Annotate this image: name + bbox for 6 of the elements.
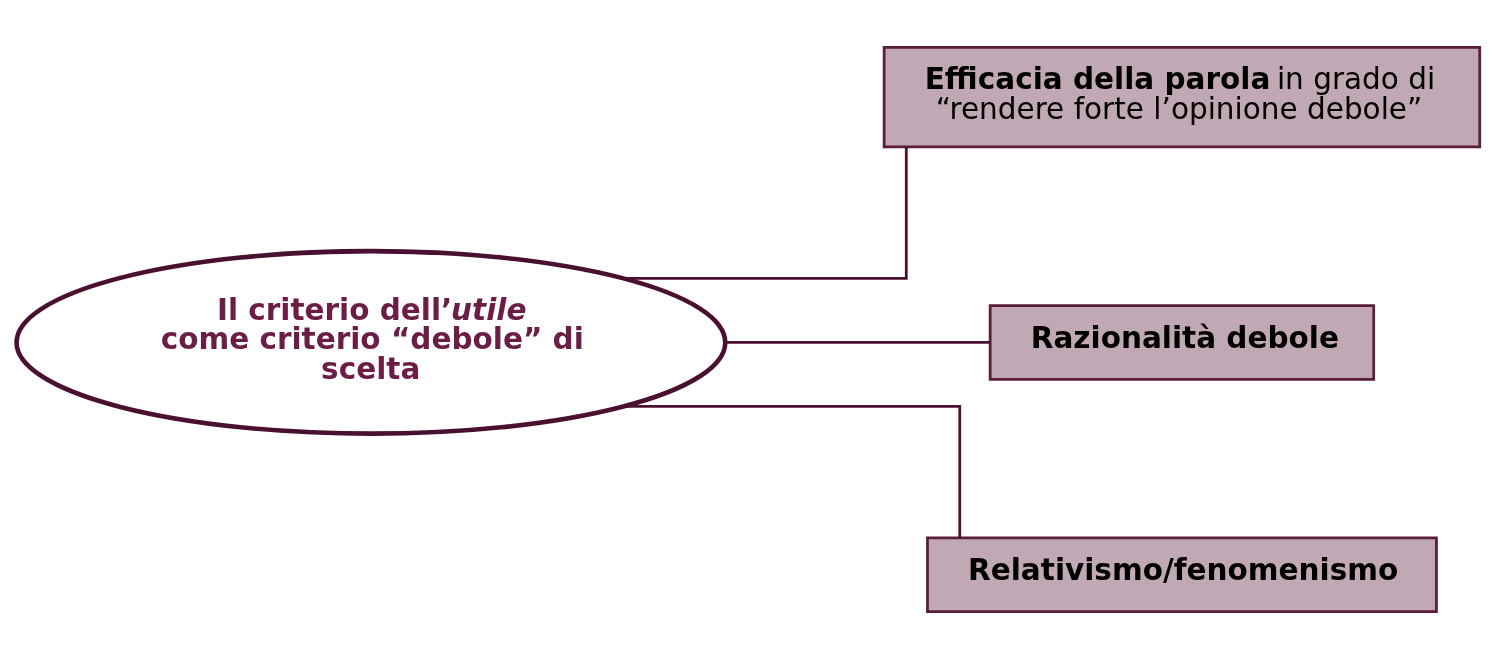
connector — [726, 340, 990, 344]
node-ellipse: Il criterio dell’utile come criterio “debole” di scelta — [14, 248, 728, 436]
node-box: Razionalità debole — [988, 303, 1376, 381]
node-box: Relativismo/fenomenismo — [926, 536, 1438, 613]
connector — [624, 404, 962, 537]
node-box: Efficacia della parola in grado di “rendere forte l’opinione debole” — [882, 45, 1482, 148]
